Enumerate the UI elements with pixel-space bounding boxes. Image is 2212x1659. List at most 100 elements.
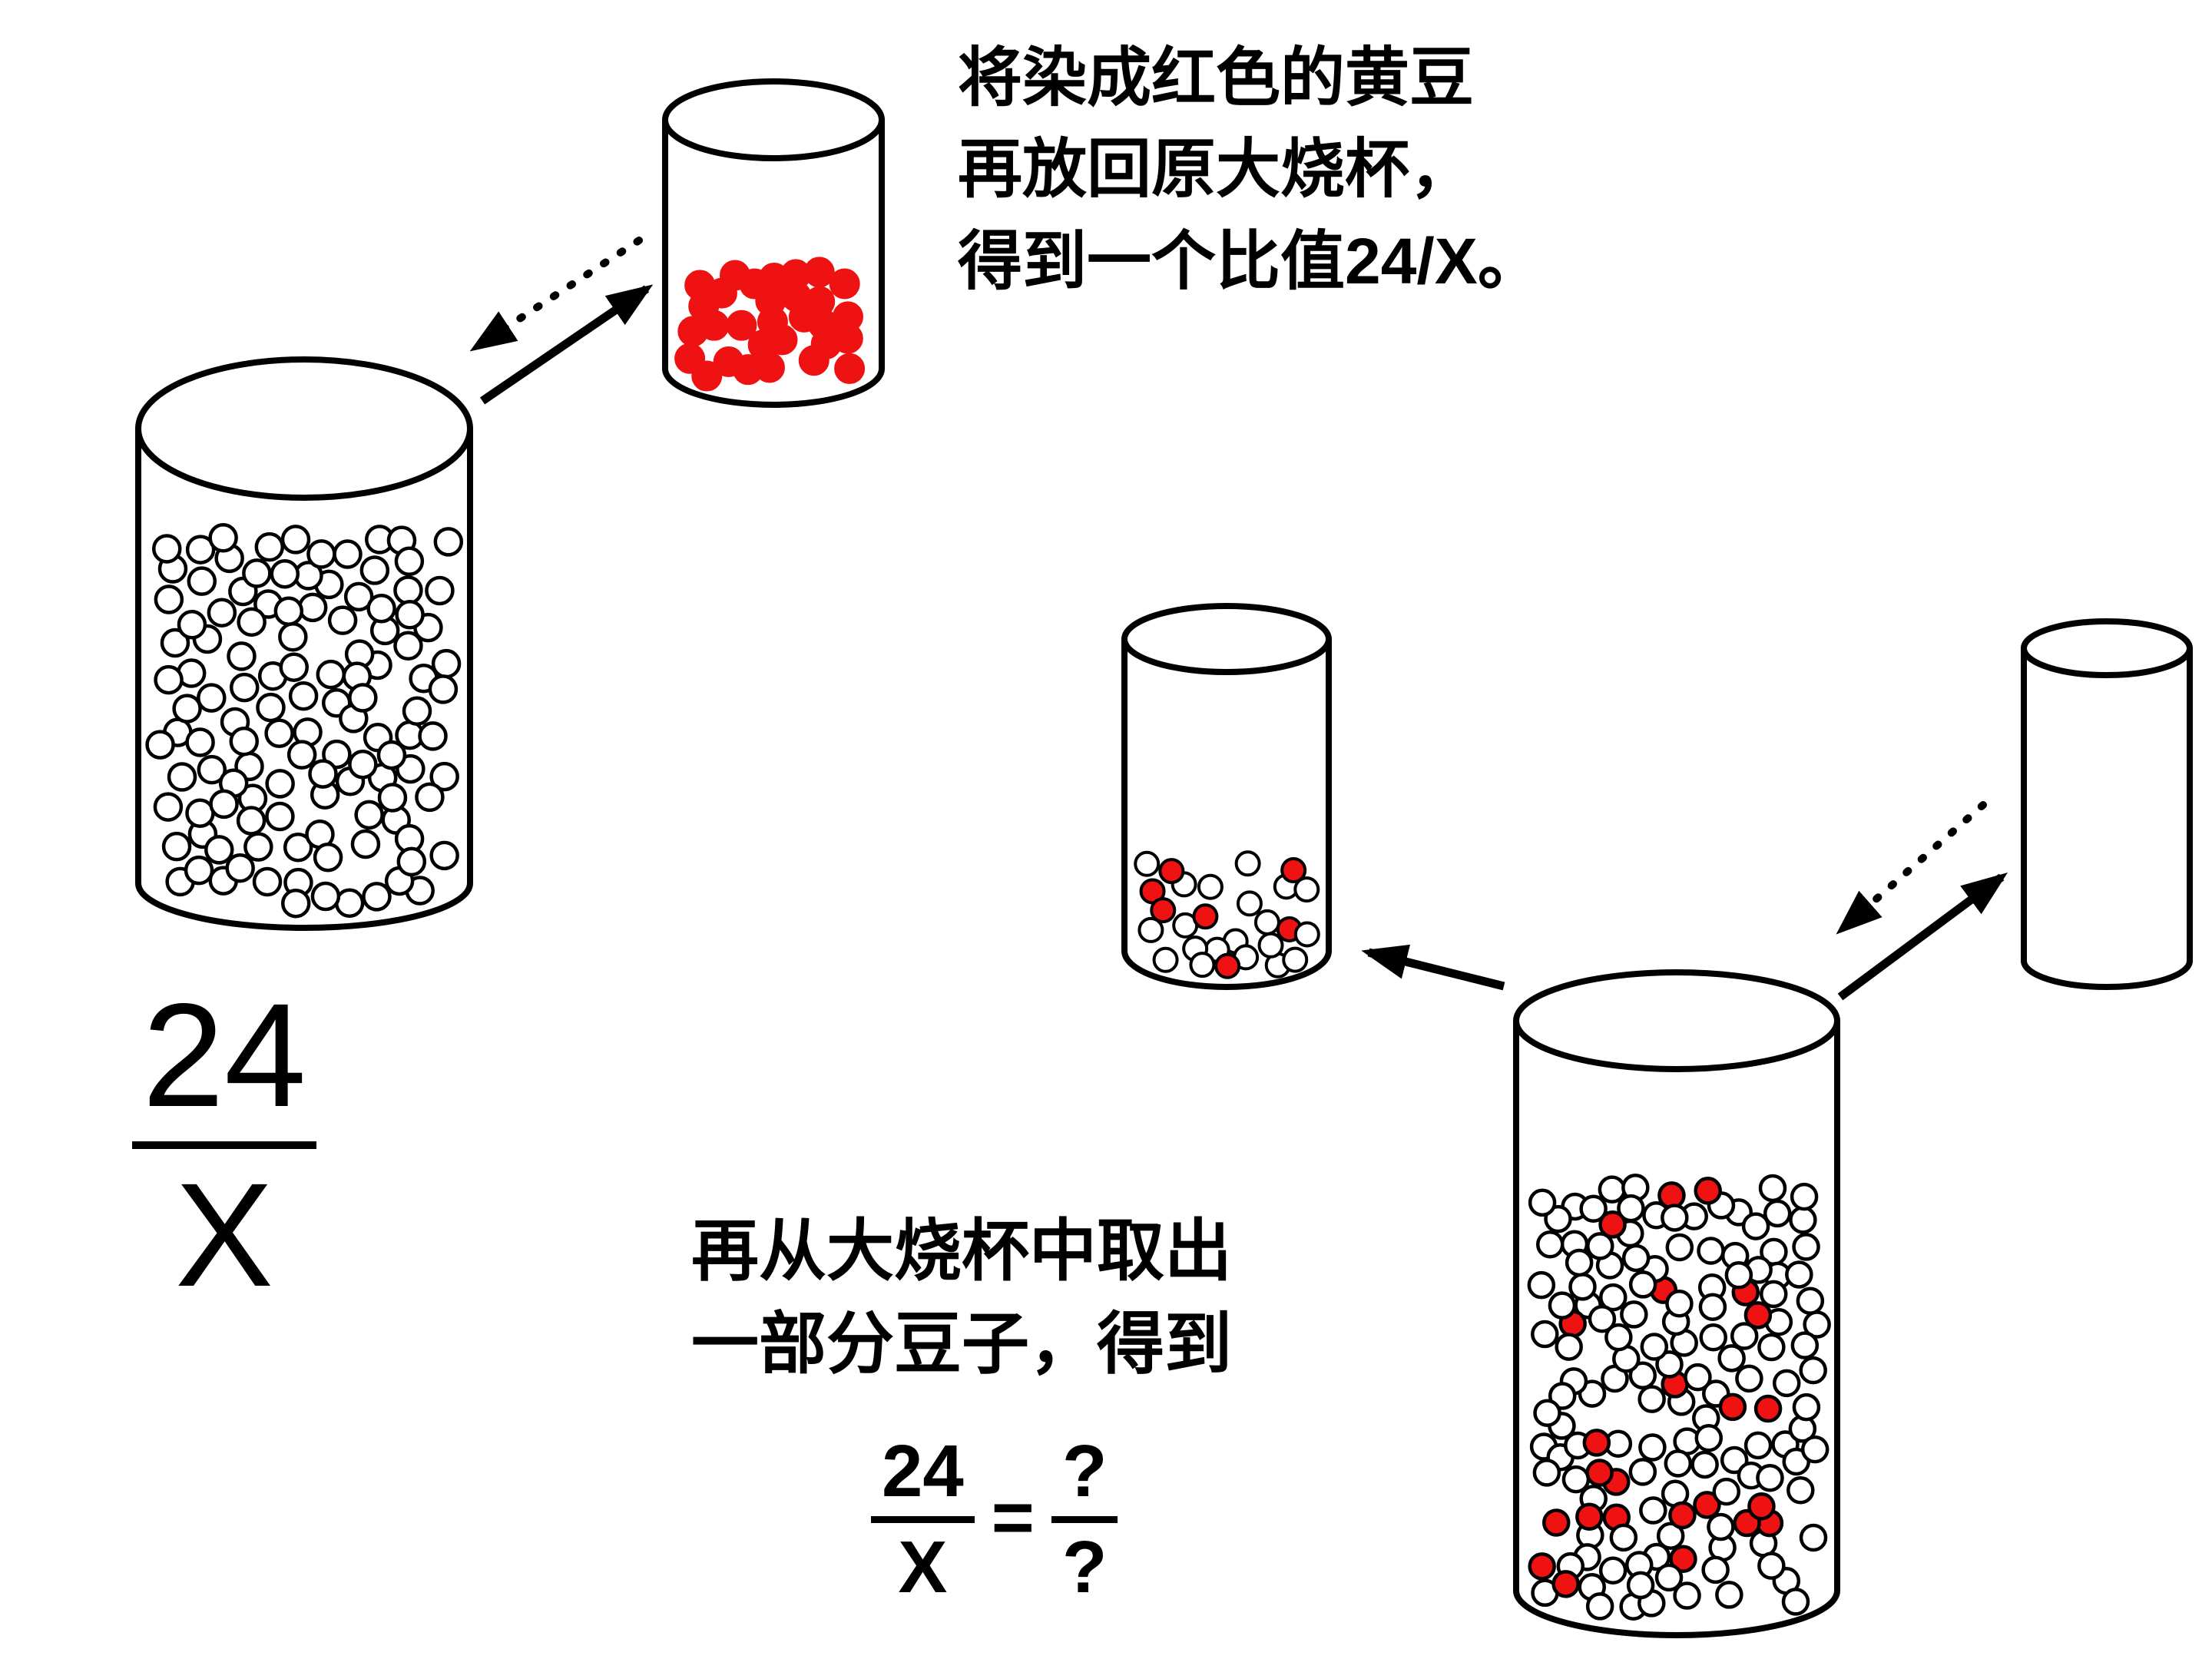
white-bean xyxy=(1637,1385,1666,1413)
white-bean xyxy=(1796,1286,1825,1315)
white-bean xyxy=(1665,1289,1694,1318)
white-bean xyxy=(1620,1300,1648,1329)
vessel-rim xyxy=(1513,969,1840,1072)
red-bean xyxy=(1542,1508,1571,1537)
transfer-arrows xyxy=(469,237,2008,1001)
white-bean xyxy=(1579,1194,1608,1223)
vessel-rim xyxy=(662,78,885,161)
red-bean xyxy=(807,309,839,340)
white-bean xyxy=(264,718,294,748)
caption-top-line3: 得到一个比值24/X。 xyxy=(958,224,1542,297)
red-bean xyxy=(1598,1210,1627,1239)
white-bean xyxy=(167,762,197,792)
white-bean xyxy=(1134,850,1161,877)
white-bean xyxy=(376,740,407,770)
white-bean xyxy=(151,534,182,564)
white-bean xyxy=(1665,1233,1694,1262)
white-bean xyxy=(1621,1243,1651,1273)
red-bean xyxy=(1575,1502,1604,1531)
white-bean xyxy=(327,605,358,635)
white-bean xyxy=(1585,1592,1614,1621)
vessel-small-mixed xyxy=(1121,603,1332,990)
white-bean xyxy=(322,739,352,770)
red-bean xyxy=(1551,1570,1580,1598)
arrow-takeout-right-solid xyxy=(1837,873,2008,1001)
white-bean xyxy=(1656,1522,1685,1550)
white-bean xyxy=(254,531,285,562)
equation-right-fraction: ? ? xyxy=(1051,1430,1118,1608)
caption-top-line2: 再放回原大烧杯， xyxy=(958,133,1475,206)
equation-left-fraction: 24 X xyxy=(871,1435,975,1604)
equation-right-denominator: ? xyxy=(1061,1526,1108,1608)
white-bean xyxy=(1756,1463,1784,1492)
white-bean xyxy=(415,782,445,813)
white-bean xyxy=(428,674,459,704)
white-bean xyxy=(1707,1512,1735,1541)
caption-top: 将染成红色的黄豆 再放回原大烧杯， 得到一个比值24/X。 xyxy=(958,32,1542,307)
white-bean xyxy=(1763,1199,1792,1228)
white-bean xyxy=(418,721,448,751)
red-bean xyxy=(677,316,709,347)
red-bean xyxy=(1528,1552,1556,1581)
white-bean xyxy=(185,535,216,565)
white-bean xyxy=(1654,1563,1684,1592)
white-bean xyxy=(237,607,267,637)
white-bean xyxy=(1282,946,1309,973)
red-bean xyxy=(829,268,860,300)
white-bean xyxy=(1639,1496,1667,1525)
white-bean xyxy=(1673,1581,1701,1610)
white-bean xyxy=(1257,932,1284,959)
white-bean xyxy=(1698,1293,1727,1321)
red-bean xyxy=(1585,1459,1614,1487)
red-bean xyxy=(1582,1429,1611,1457)
white-bean xyxy=(1743,1431,1773,1460)
red-bean xyxy=(713,346,744,378)
white-bean xyxy=(1628,1361,1657,1390)
white-bean xyxy=(1724,1260,1753,1290)
white-bean xyxy=(185,727,215,757)
red-bean xyxy=(834,353,866,384)
white-bean xyxy=(1555,1333,1583,1361)
red-bean xyxy=(1214,952,1241,979)
white-bean xyxy=(1531,1320,1559,1349)
white-bean xyxy=(402,696,432,727)
white-bean xyxy=(1535,1230,1565,1259)
white-bean xyxy=(1638,1433,1667,1462)
white-bean xyxy=(1137,916,1164,943)
white-bean xyxy=(177,610,207,640)
red-bean xyxy=(1693,1491,1721,1519)
white-bean xyxy=(270,558,300,589)
white-bean xyxy=(313,843,343,873)
red-bean xyxy=(767,324,798,356)
white-bean xyxy=(1694,1424,1724,1452)
white-bean xyxy=(225,853,255,883)
red-bean xyxy=(1158,858,1185,885)
red-bean xyxy=(1280,857,1307,884)
white-bean xyxy=(145,730,175,760)
equation-right-numerator: ? xyxy=(1061,1430,1108,1512)
white-bean xyxy=(187,566,217,596)
red-bean xyxy=(1718,1392,1747,1422)
white-bean xyxy=(333,539,363,569)
vessel-outline xyxy=(662,117,885,408)
white-bean xyxy=(425,575,455,606)
white-bean xyxy=(1759,1280,1788,1309)
red-bean xyxy=(753,352,785,383)
white-bean xyxy=(1790,1182,1819,1211)
white-bean xyxy=(236,806,267,836)
white-bean xyxy=(242,558,272,588)
white-bean xyxy=(1684,1363,1712,1392)
white-bean xyxy=(393,631,423,661)
white-bean xyxy=(1661,1204,1689,1232)
white-bean xyxy=(393,575,423,605)
red-bean xyxy=(798,345,830,376)
white-bean xyxy=(1527,1270,1556,1300)
white-bean xyxy=(1586,1232,1614,1260)
white-bean xyxy=(1792,1233,1820,1261)
white-bean xyxy=(1599,1283,1628,1312)
white-bean xyxy=(359,555,390,585)
white-bean xyxy=(1712,1477,1741,1506)
white-bean xyxy=(1628,1270,1657,1299)
vessel-empty-cyl xyxy=(2021,618,2193,990)
